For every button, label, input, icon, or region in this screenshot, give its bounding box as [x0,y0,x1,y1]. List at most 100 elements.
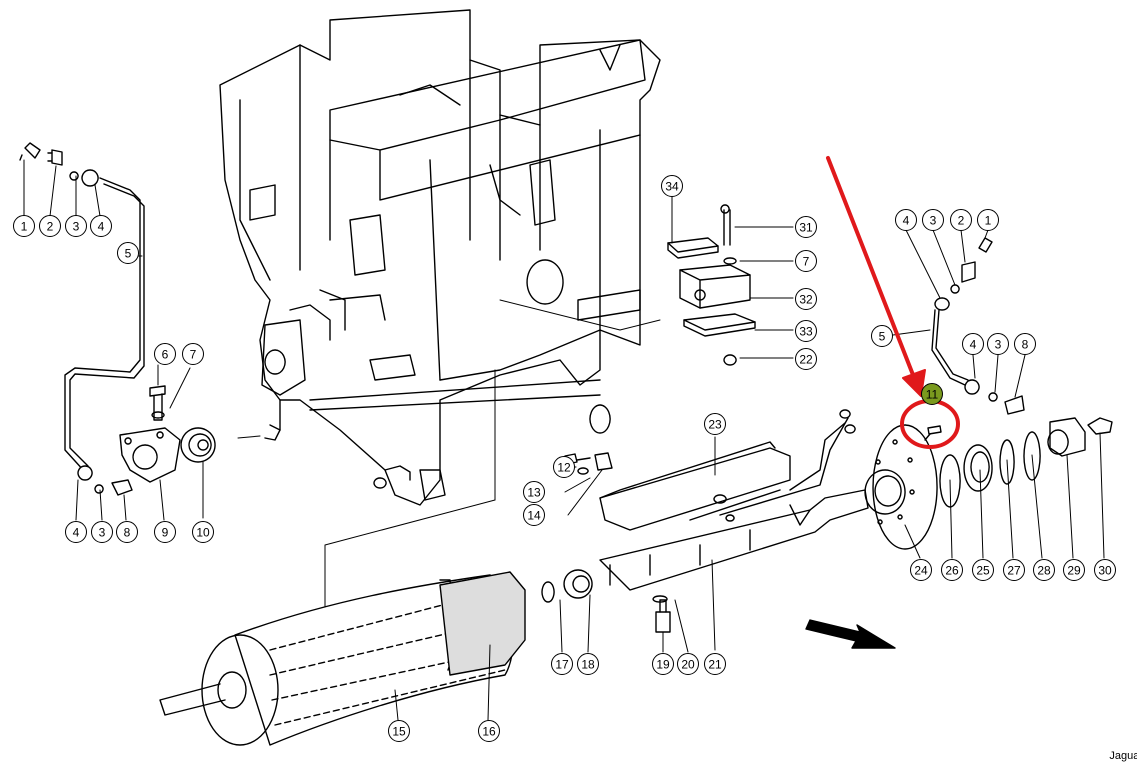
callout-circle [523,504,545,526]
callout-7-left: 7 [182,343,204,365]
callout-18: 18 [577,653,599,675]
callout-number: 10 [196,526,210,540]
callout-28: 28 [1033,559,1055,581]
bearing-bracket-9 [119,427,181,483]
callout-number: 3 [99,526,106,540]
right-grease-line-assembly [931,237,1025,415]
callout-circle [661,175,683,197]
callout-number: 2 [47,220,54,234]
support-leader-lines [671,196,794,359]
callout-3-bl: 3 [91,521,113,543]
bolt-6 [149,385,166,421]
support-block-assembly [667,204,756,366]
callout-26: 26 [941,559,963,581]
callout-16: 16 [478,720,500,742]
callout-2-tr: 2 [950,209,972,231]
callout-3-mr: 3 [987,333,1009,355]
callout-31: 31 [795,216,817,238]
callout-circle [795,288,817,310]
callout-circle [577,653,599,675]
callout-circle [972,559,994,581]
bearing-10 [180,427,216,463]
callout-circle [192,521,214,543]
red-arrow-head [902,369,926,397]
callout-12: 12 [553,456,575,478]
callout-5-left: 5 [117,242,139,264]
callout-number: 18 [581,658,595,672]
callout-circle [652,653,674,675]
bearing-26-25-27-28 [939,431,1041,508]
callout-circle [795,348,817,370]
callout-number: 12 [557,461,571,475]
callout-22: 22 [795,348,817,370]
callout-number: 7 [190,348,197,362]
drum-sleeve-16 [439,571,526,676]
callout-number: 1 [985,214,992,228]
callout-circle [795,250,817,272]
callout-circle [704,413,726,435]
callout-circle [1094,559,1116,581]
callout-3-tr: 3 [922,209,944,231]
callout-circle [950,209,972,231]
callout-number: 4 [73,526,80,540]
callout-number: 29 [1067,564,1081,578]
callout-24: 24 [910,559,932,581]
callout-number: 13 [527,486,541,500]
callout-circle [941,559,963,581]
left-leader-lines [23,159,261,521]
callout-number: 6 [162,348,169,362]
left-grease-line-assembly [19,142,145,496]
callout-number: 26 [945,564,959,578]
guard-23 [599,441,791,531]
bearing-housing-29 [1047,417,1086,457]
callout-20: 20 [677,653,699,675]
callout-circle [987,333,1009,355]
callout-number: 1 [21,220,28,234]
callout-30: 30 [1094,559,1116,581]
red-highlight-circle [900,399,960,449]
callout-number: 33 [799,325,813,339]
wires [719,409,856,522]
callout-2-left: 2 [39,215,61,237]
callout-number: 17 [555,658,569,672]
callout-number: 2 [958,214,965,228]
callout-circle [704,653,726,675]
callout-circle [91,521,113,543]
hub-24 [864,424,938,550]
callout-circle [977,209,999,231]
callout-circle [1014,333,1036,355]
callout-circle [922,209,944,231]
callout-number: 3 [73,220,80,234]
bolt-11-fitting-8 [924,425,942,441]
callout-4-tr: 4 [895,209,917,231]
callout-number: 31 [799,221,813,235]
callout-number: 5 [879,330,886,344]
callout-circle [154,521,176,543]
callout-circle [523,481,545,503]
callout-19: 19 [652,653,674,675]
callout-3-left: 3 [65,215,87,237]
callout-circle [478,720,500,742]
callout-5-right: 5 [871,325,893,347]
callout-circle [1003,559,1025,581]
callout-circle [117,242,139,264]
callout-number: 7 [803,255,810,269]
callout-circle [65,521,87,543]
callout-number: 25 [976,564,990,578]
callout-number: 15 [392,725,406,739]
callout-25: 25 [972,559,994,581]
callout-number: 19 [656,658,670,672]
callout-29: 29 [1063,559,1085,581]
callout-number: 20 [681,658,695,672]
callout-circle [90,215,112,237]
callout-number: 8 [1022,338,1029,352]
callout-circle [551,653,573,675]
callout-number: 32 [799,293,813,307]
callout-10: 10 [192,521,214,543]
callout-15: 15 [388,720,410,742]
callout-circle [65,215,87,237]
grease-nipple-30 [1087,417,1113,435]
callout-circle [1033,559,1055,581]
callout-circle [795,320,817,342]
